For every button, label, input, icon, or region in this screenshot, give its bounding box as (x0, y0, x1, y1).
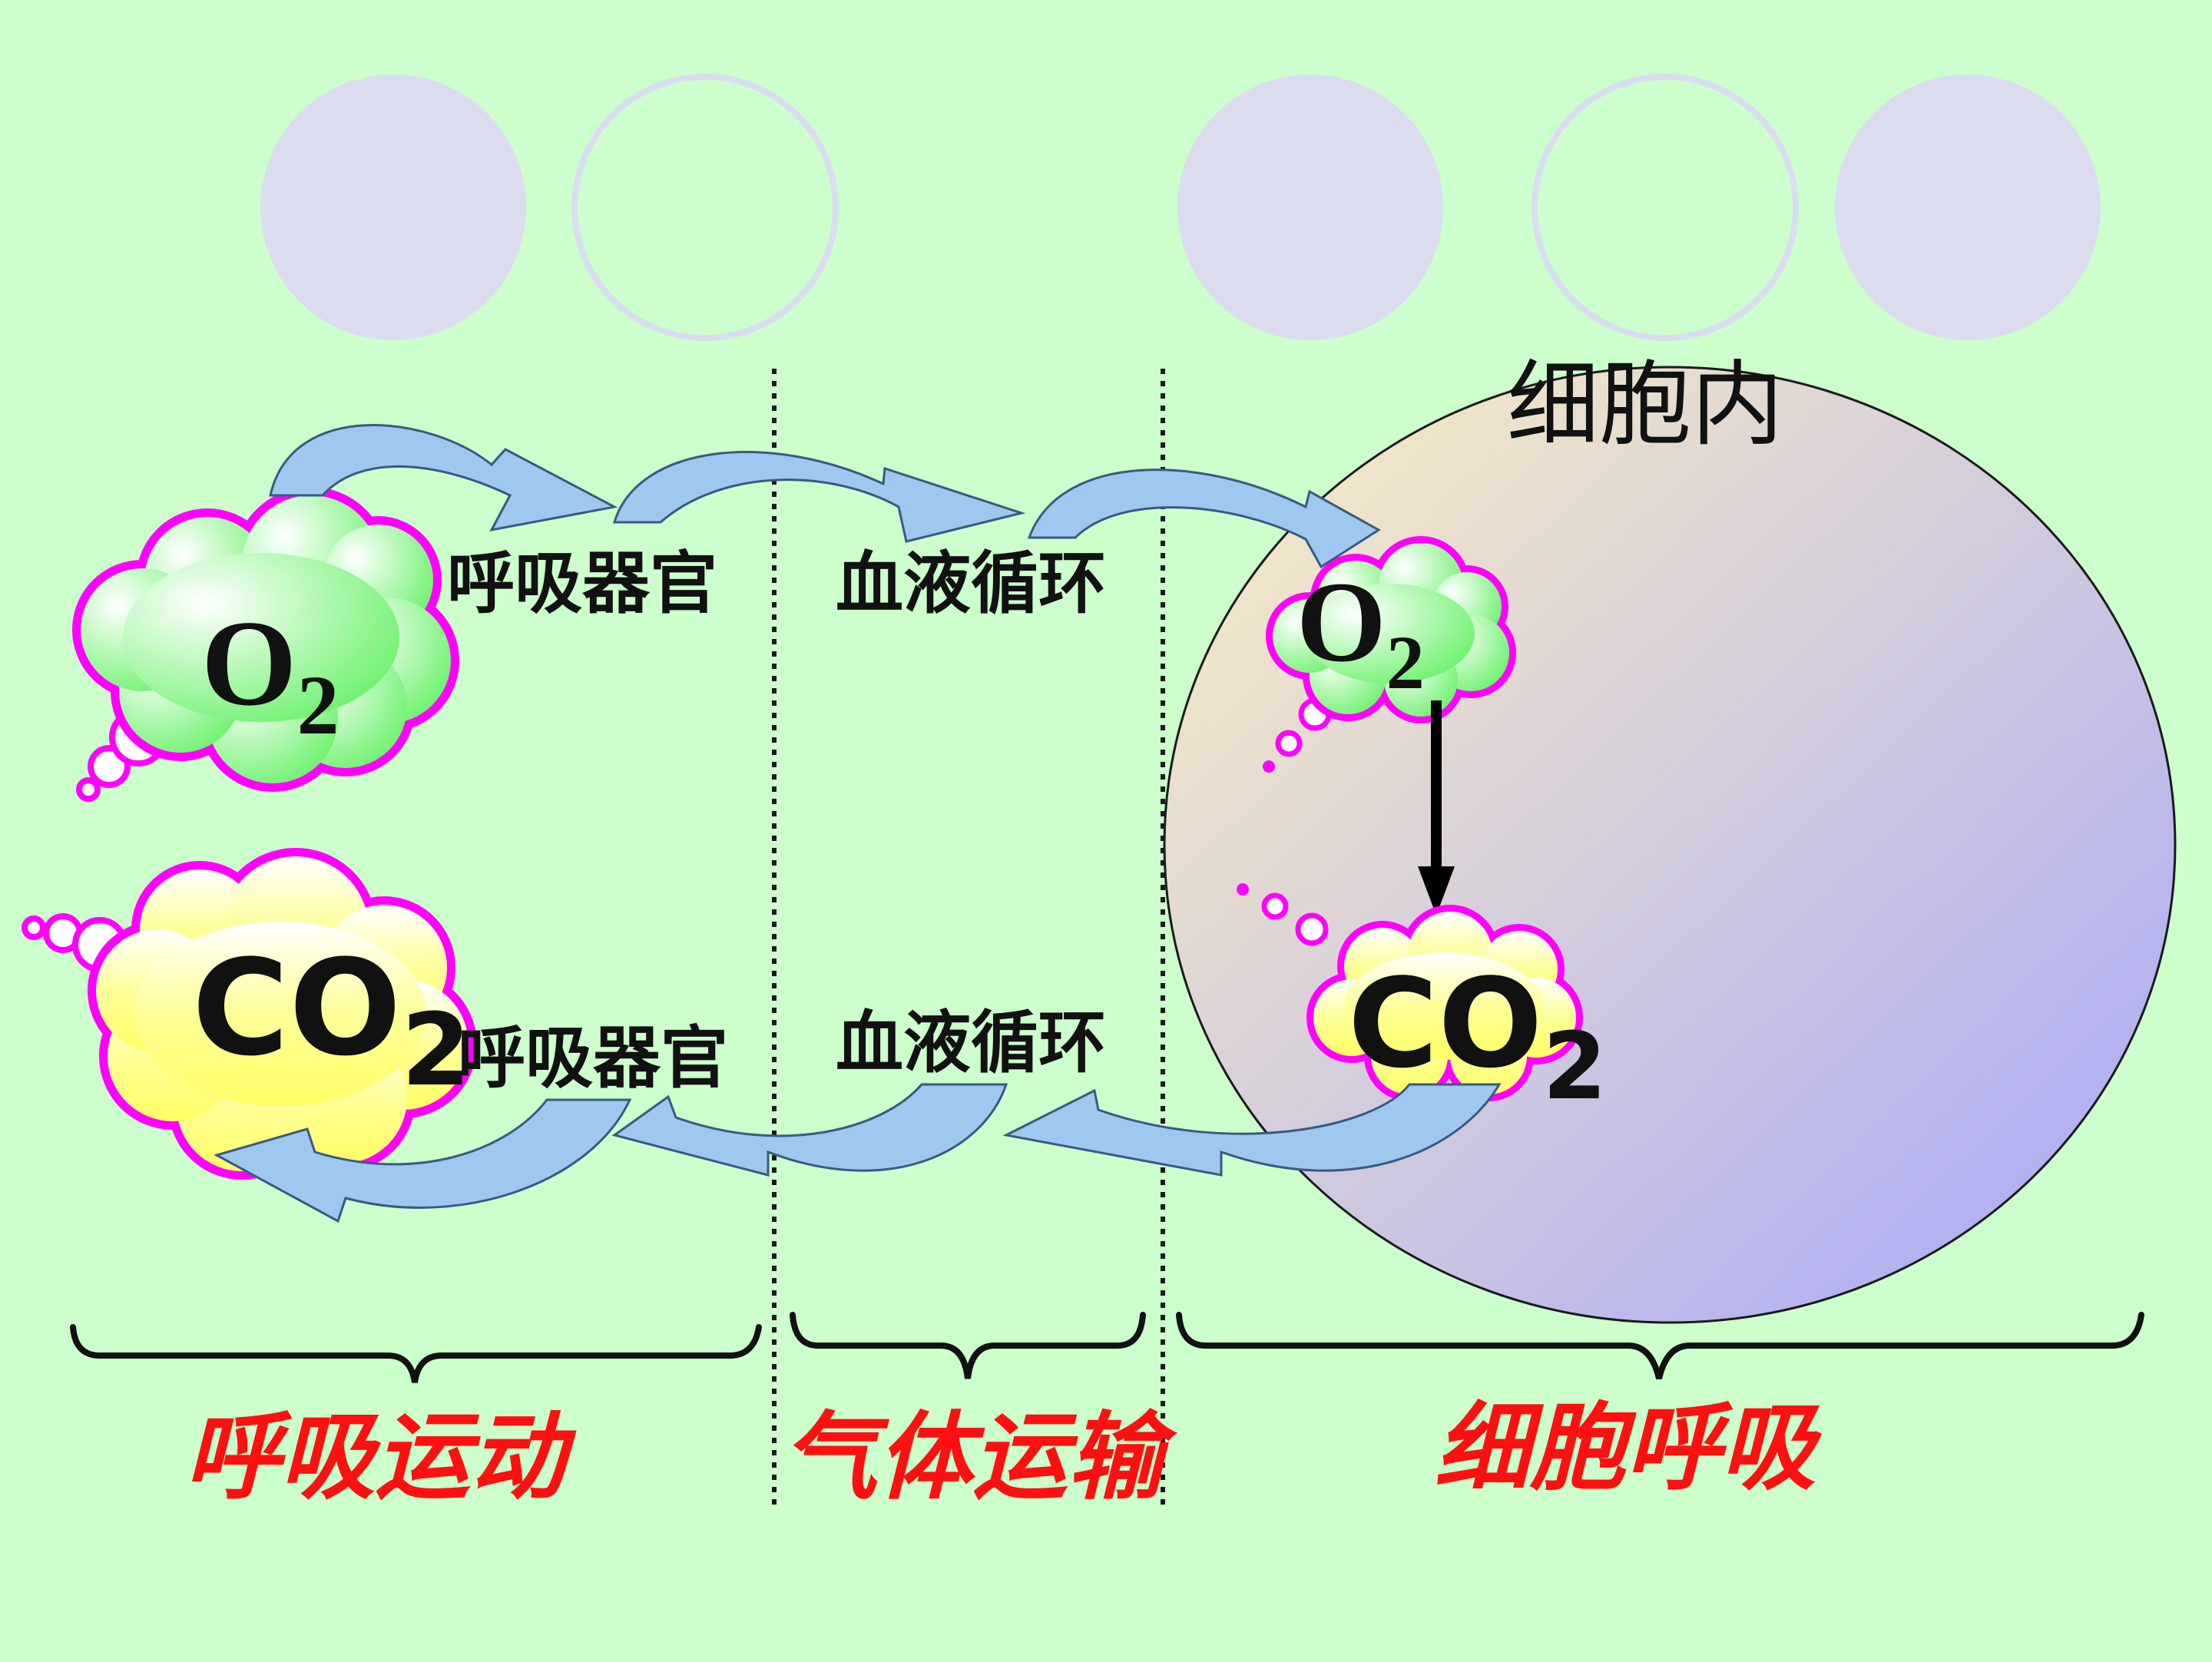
deco-circle-outline (571, 74, 839, 341)
stage-breathing: 呼吸运动 (184, 1402, 577, 1513)
label-organ-bottom: 呼吸器官 (458, 1018, 728, 1098)
curved-flow-arrow-icon (214, 1083, 1502, 1223)
label-circulation-top: 血液循环 (836, 544, 1106, 623)
stage-transport: 气体运输 (782, 1402, 1178, 1513)
o2-sub: 2 (296, 658, 339, 752)
decorative-circles (260, 74, 2101, 341)
label-circulation-bottom: 血液循环 (836, 1003, 1106, 1082)
brace-respiration (1176, 1312, 2144, 1379)
brace-transport (790, 1312, 1146, 1379)
co2-formula-left: CO2 (192, 931, 471, 1108)
o2-formula-left: O2 (201, 594, 339, 752)
o2-main: O (1296, 558, 1386, 686)
co2-cloud-cell (1237, 883, 1583, 1101)
o2-cloud-left (72, 487, 459, 802)
co2-formula-cell: CO2 (1348, 952, 1607, 1121)
cell-label: 细胞内 (1507, 352, 1783, 459)
deco-circle (1835, 74, 2101, 340)
o2-sub: 2 (1386, 620, 1425, 705)
o2-cloud-cell (1263, 536, 1516, 773)
label-organ-top: 呼吸器官 (447, 544, 717, 623)
stage-respiration: 细胞呼吸 (1435, 1393, 1823, 1504)
co2-cloud-left (22, 848, 477, 1180)
deco-circle (1177, 74, 1443, 340)
down-arrow-icon (1418, 700, 1455, 915)
deco-circle-outline (1532, 74, 1799, 341)
braces (70, 1312, 2144, 1383)
co2-sub: 2 (401, 992, 470, 1108)
co2-main: CO (1348, 952, 1542, 1095)
co2-main: CO (192, 931, 401, 1085)
deco-circle (260, 74, 526, 340)
brace-breathing (70, 1324, 762, 1383)
o2-main: O (201, 594, 296, 731)
co2-sub: 2 (1542, 1014, 1607, 1121)
curved-flow-arrow-icon (269, 424, 1381, 569)
o2-formula-cell: O2 (1296, 558, 1425, 705)
